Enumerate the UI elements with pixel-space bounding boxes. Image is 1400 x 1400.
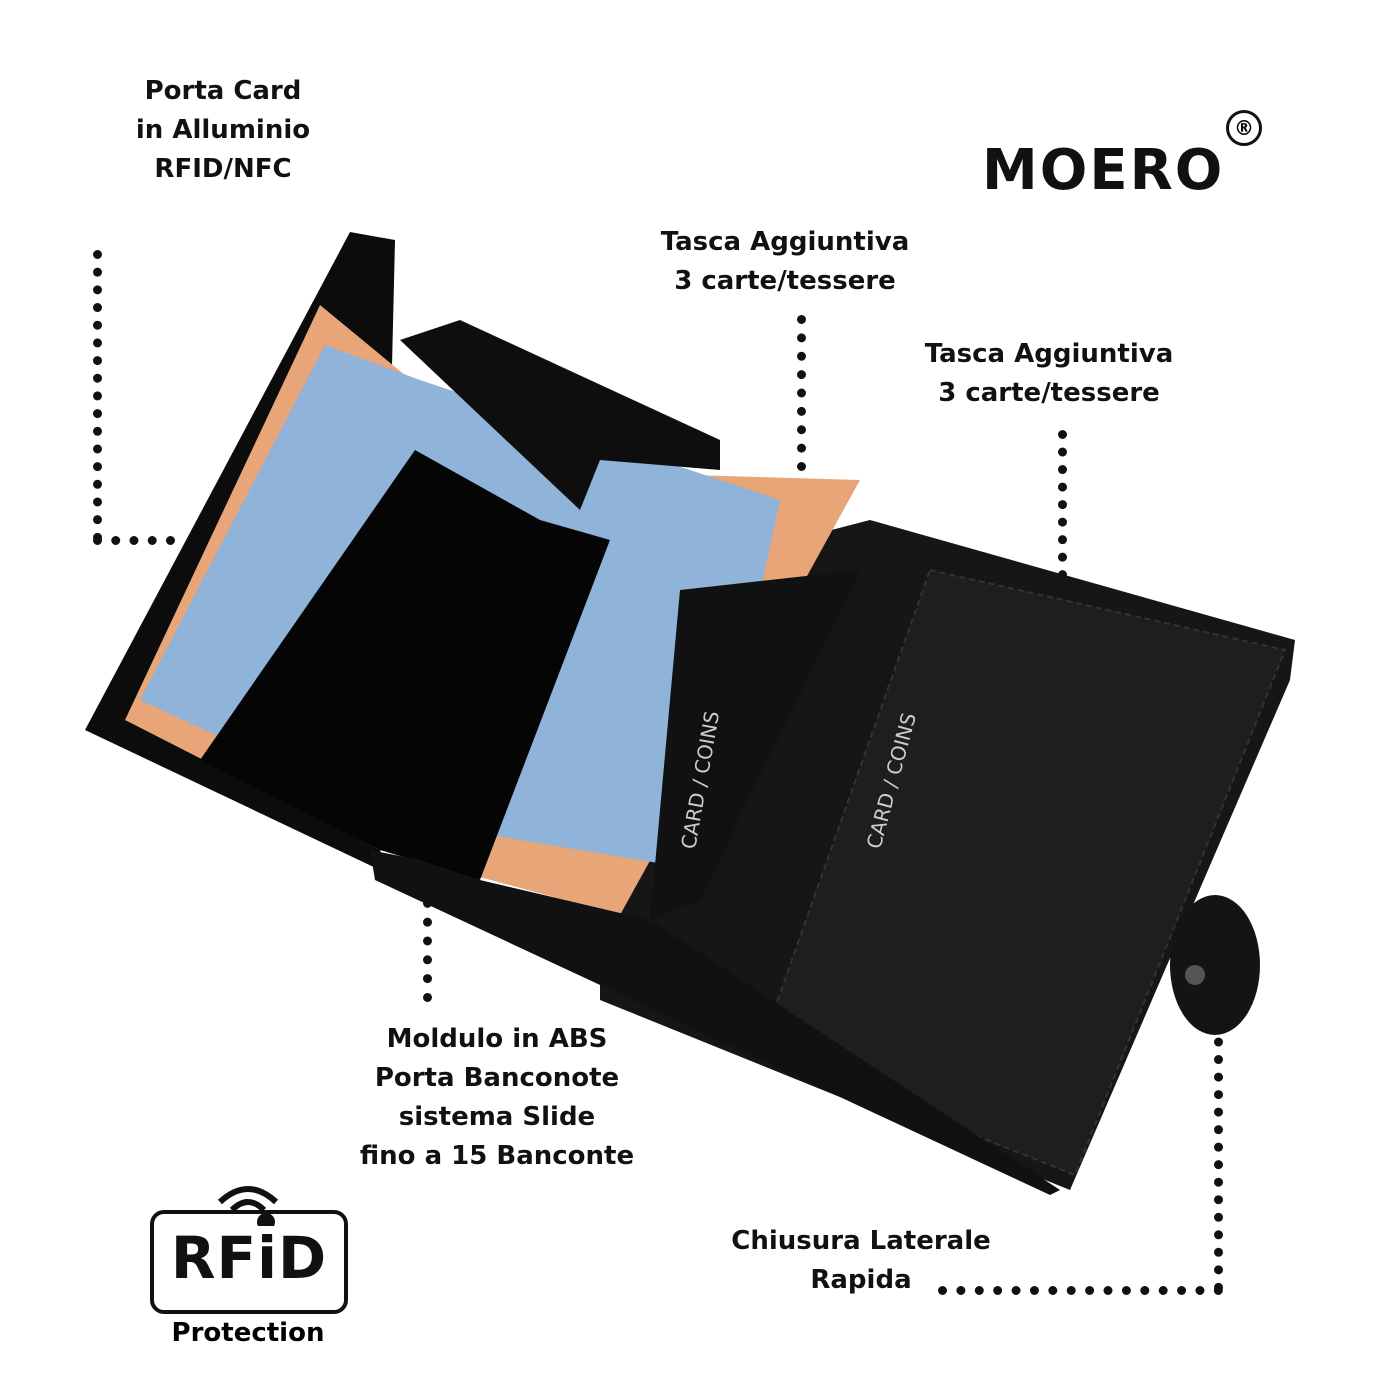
- label-pocket-1: Tasca Aggiuntiva 3 carte/tessere: [661, 223, 910, 301]
- leather-pocket: [758, 568, 1287, 1177]
- wifi-signal-icon: [217, 1186, 279, 1226]
- label-line: fino a 15 Banconte: [359, 1141, 635, 1171]
- leader-line: [93, 250, 102, 542]
- label-line: RFID/NFC: [154, 154, 292, 184]
- card-slot: [650, 570, 860, 920]
- label-line: in Alluminio: [135, 115, 311, 145]
- label-line: Tasca Aggiuntiva: [924, 339, 1174, 369]
- rfid-frame: [150, 1210, 348, 1314]
- inner-card: [400, 320, 720, 510]
- label-line: Rapida: [810, 1265, 912, 1295]
- leader-line: [423, 880, 432, 1002]
- abs-module-plate: [200, 450, 610, 880]
- rfid-logo-text: RFiD: [170, 1224, 328, 1292]
- label-abs-module: Moldulo in ABS Porta Banconote sistema S…: [360, 1020, 634, 1176]
- label-pocket-2: Tasca Aggiuntiva 3 carte/tessere: [925, 335, 1174, 413]
- label-line: Tasca Aggiuntiva: [660, 227, 910, 257]
- leader-line: [797, 315, 806, 563]
- label-line: 3 carte/tessere: [938, 378, 1160, 408]
- label-line: sistema Slide: [398, 1102, 596, 1132]
- label-line: Porta Card: [144, 76, 302, 106]
- label-line: Porta Banconote: [374, 1063, 620, 1093]
- leader-line: [1214, 1020, 1223, 1292]
- leader-line: [938, 1286, 1223, 1295]
- label-line: Chiusura Laterale: [731, 1226, 991, 1256]
- label-closure: Chiusura Laterale Rapida: [731, 1222, 991, 1300]
- leader-line: [1058, 430, 1067, 702]
- label-line: 3 carte/tessere: [674, 266, 896, 296]
- brand-logo: MOERO: [982, 138, 1225, 203]
- rfid-caption: Protection: [171, 1318, 325, 1348]
- label-line: Moldulo in ABS: [386, 1024, 608, 1054]
- registered-mark: ®: [1226, 110, 1262, 146]
- leader-line: [93, 536, 175, 545]
- label-card-holder: Porta Card in Alluminio RFID/NFC: [136, 72, 310, 189]
- snap-button: [1185, 965, 1205, 985]
- rfid-badge: RFiD: [150, 1180, 348, 1314]
- snap-closure: [1170, 895, 1260, 1035]
- leather-base: [370, 850, 1060, 1195]
